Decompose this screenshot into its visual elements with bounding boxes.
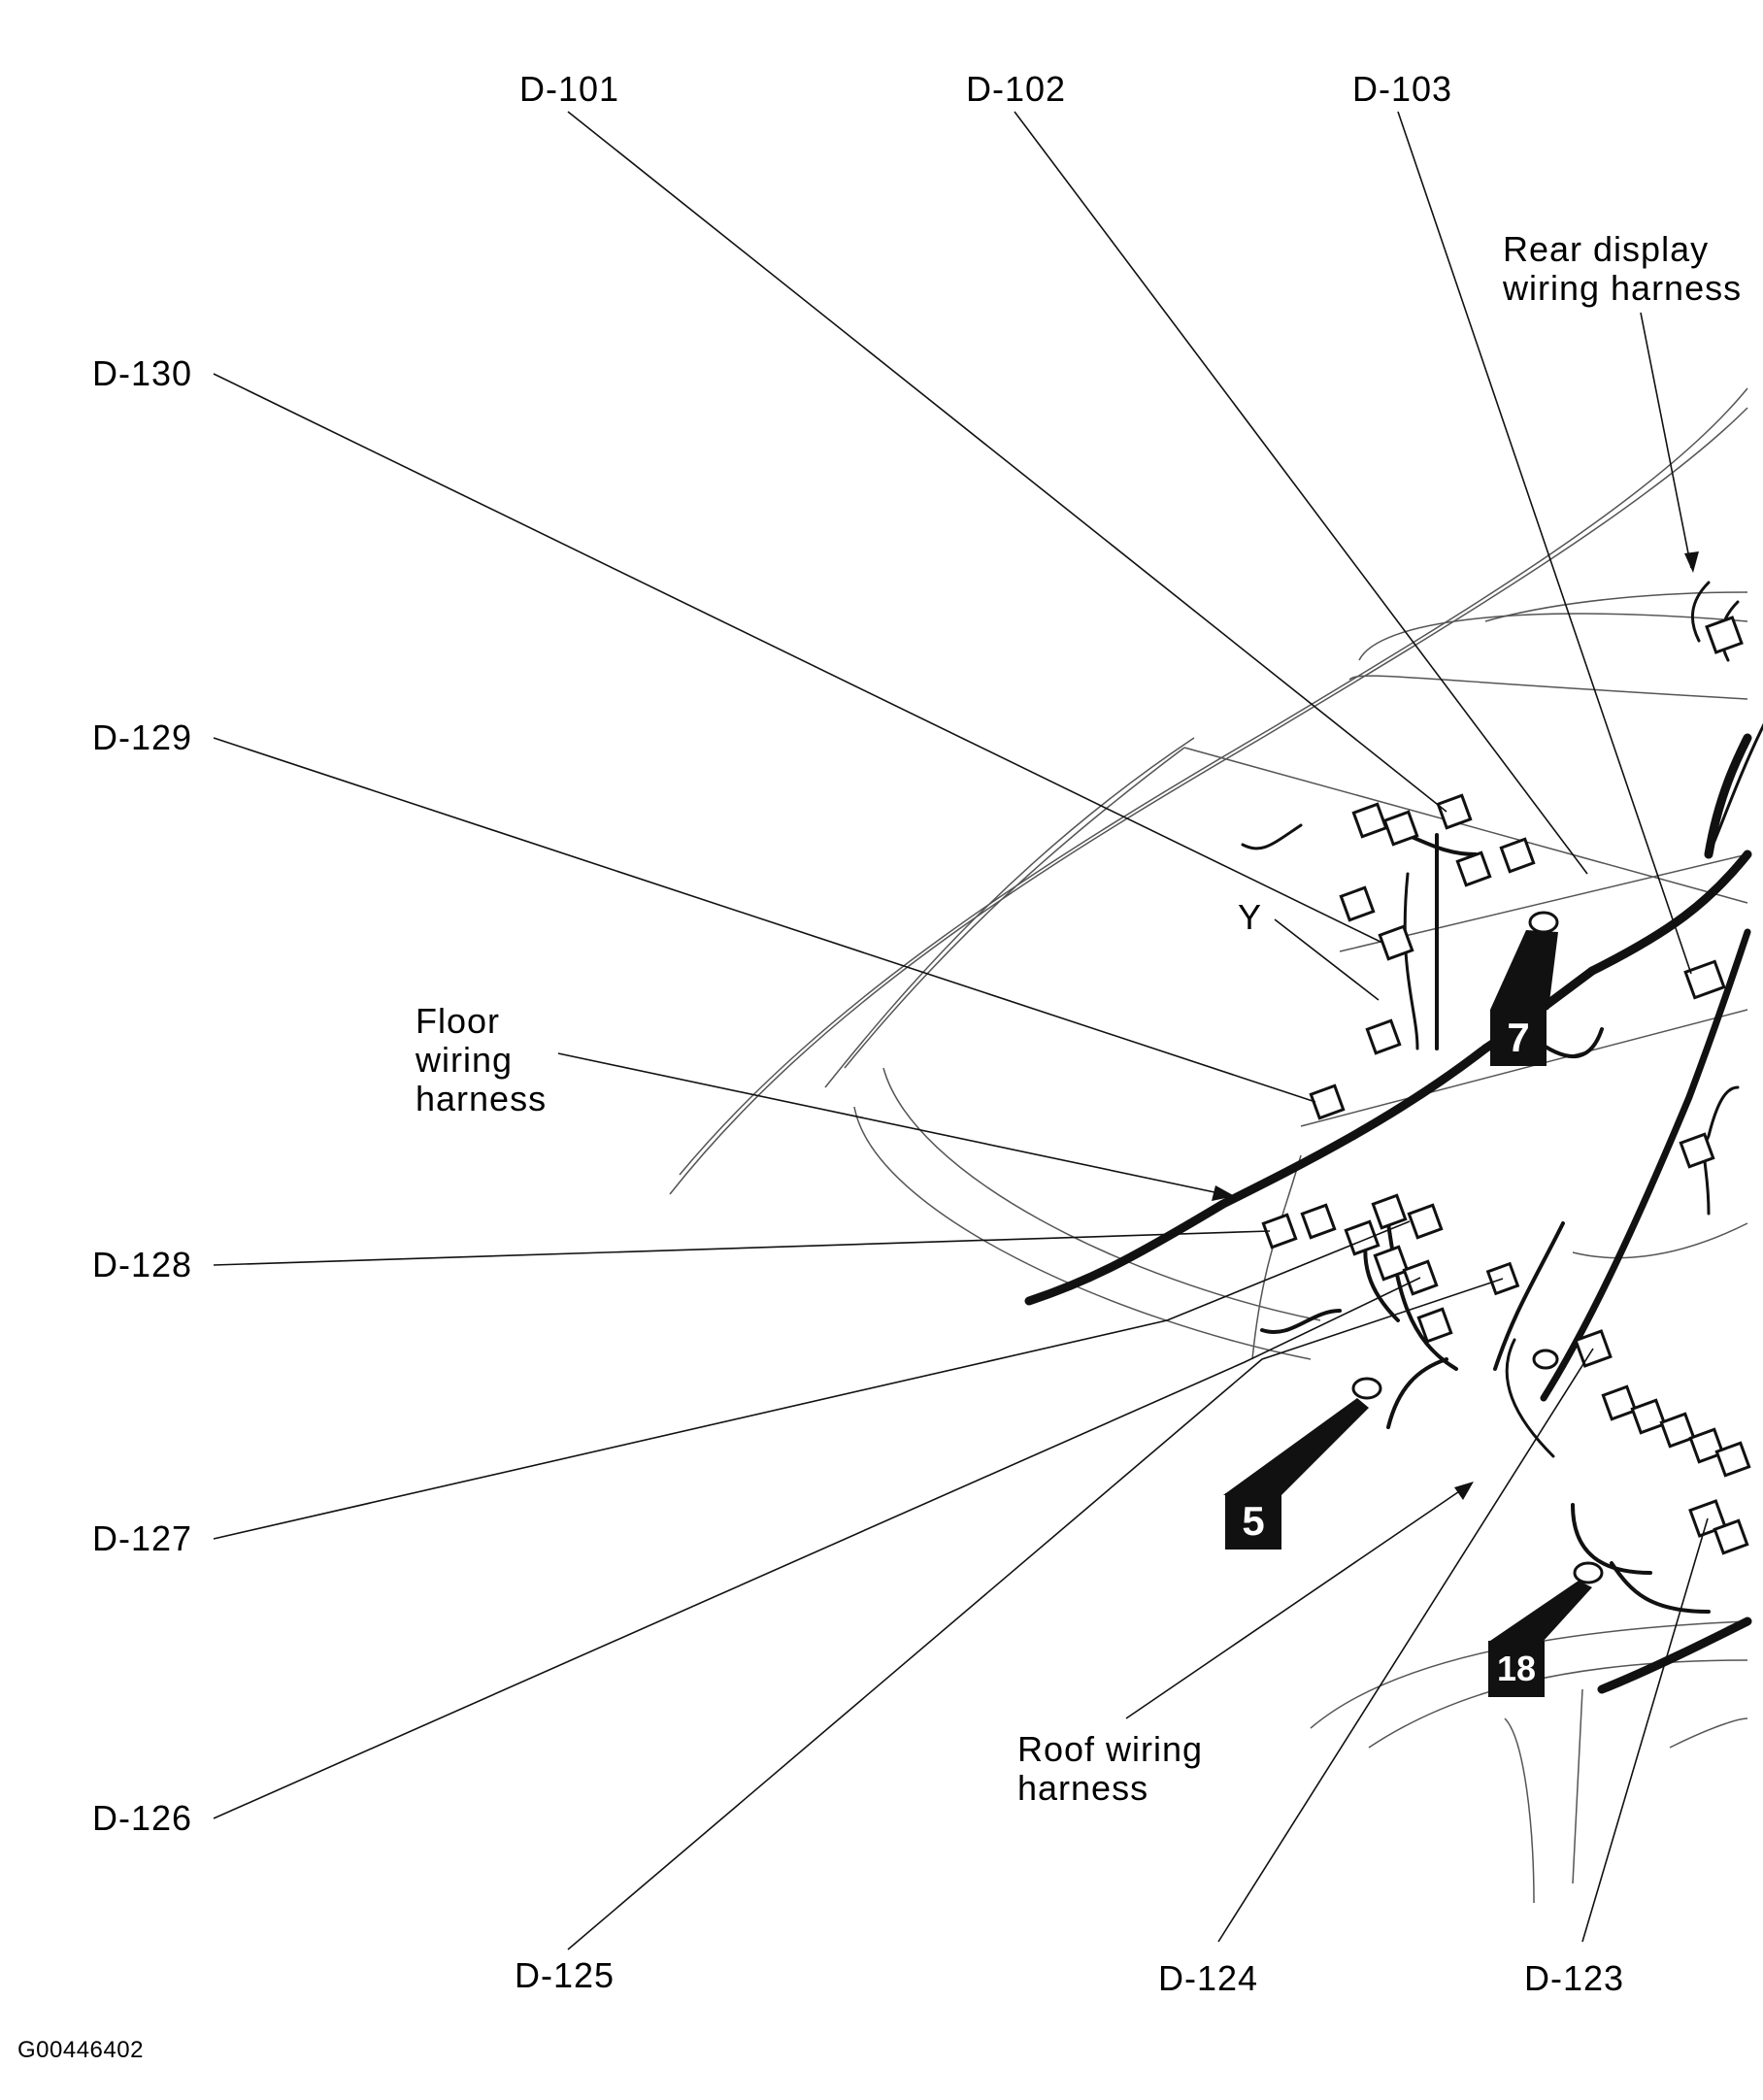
floor-harness-label-line2: wiring: [416, 1040, 514, 1080]
label-d125: D-125: [515, 1955, 615, 1995]
connectors: [1261, 616, 1751, 1555]
figure-code: G00446402: [17, 2037, 144, 2063]
rear-display-harness-label-line1: Rear display: [1503, 229, 1710, 269]
label-d129: D-129: [92, 717, 193, 757]
label-d102: D-102: [966, 69, 1067, 109]
roof-harness-label-line2: harness: [1017, 1768, 1149, 1808]
harness-pointers: [557, 312, 1692, 1719]
floor-harness-label-line1: Floor: [416, 1001, 501, 1041]
vehicle-body-outline: [669, 387, 1748, 1904]
rear-display-harness-label-line2: wiring harness: [1503, 268, 1743, 308]
ground-badge-7: 7: [1490, 1010, 1547, 1066]
roof-harness-label: Roof wiring harness: [1017, 1730, 1203, 1808]
ground-badge-5: 5: [1225, 1493, 1281, 1550]
floor-harness-label: Floor wiring harness: [416, 1002, 547, 1118]
floor-harness-label-line3: harness: [416, 1079, 548, 1118]
badge-wedges: [1223, 930, 1592, 1641]
roof-harness-label-line1: Roof wiring: [1017, 1729, 1204, 1769]
rear-display-harness-label: Rear display wiring harness: [1503, 230, 1742, 308]
label-d130: D-130: [92, 353, 193, 393]
ground-terminals: [1351, 911, 1604, 1584]
harness-routes: [1024, 581, 1763, 1694]
arrowheads: [1212, 551, 1699, 1500]
label-d124: D-124: [1158, 1958, 1259, 1998]
label-d123: D-123: [1524, 1958, 1625, 1998]
label-d103: D-103: [1352, 69, 1453, 109]
label-d128: D-128: [92, 1245, 193, 1284]
label-y: Y: [1238, 897, 1263, 937]
label-d101: D-101: [519, 69, 620, 109]
label-d126: D-126: [92, 1798, 193, 1838]
leader-lines: [213, 111, 1709, 1950]
label-d127: D-127: [92, 1518, 193, 1558]
ground-badge-18: 18: [1488, 1641, 1545, 1697]
